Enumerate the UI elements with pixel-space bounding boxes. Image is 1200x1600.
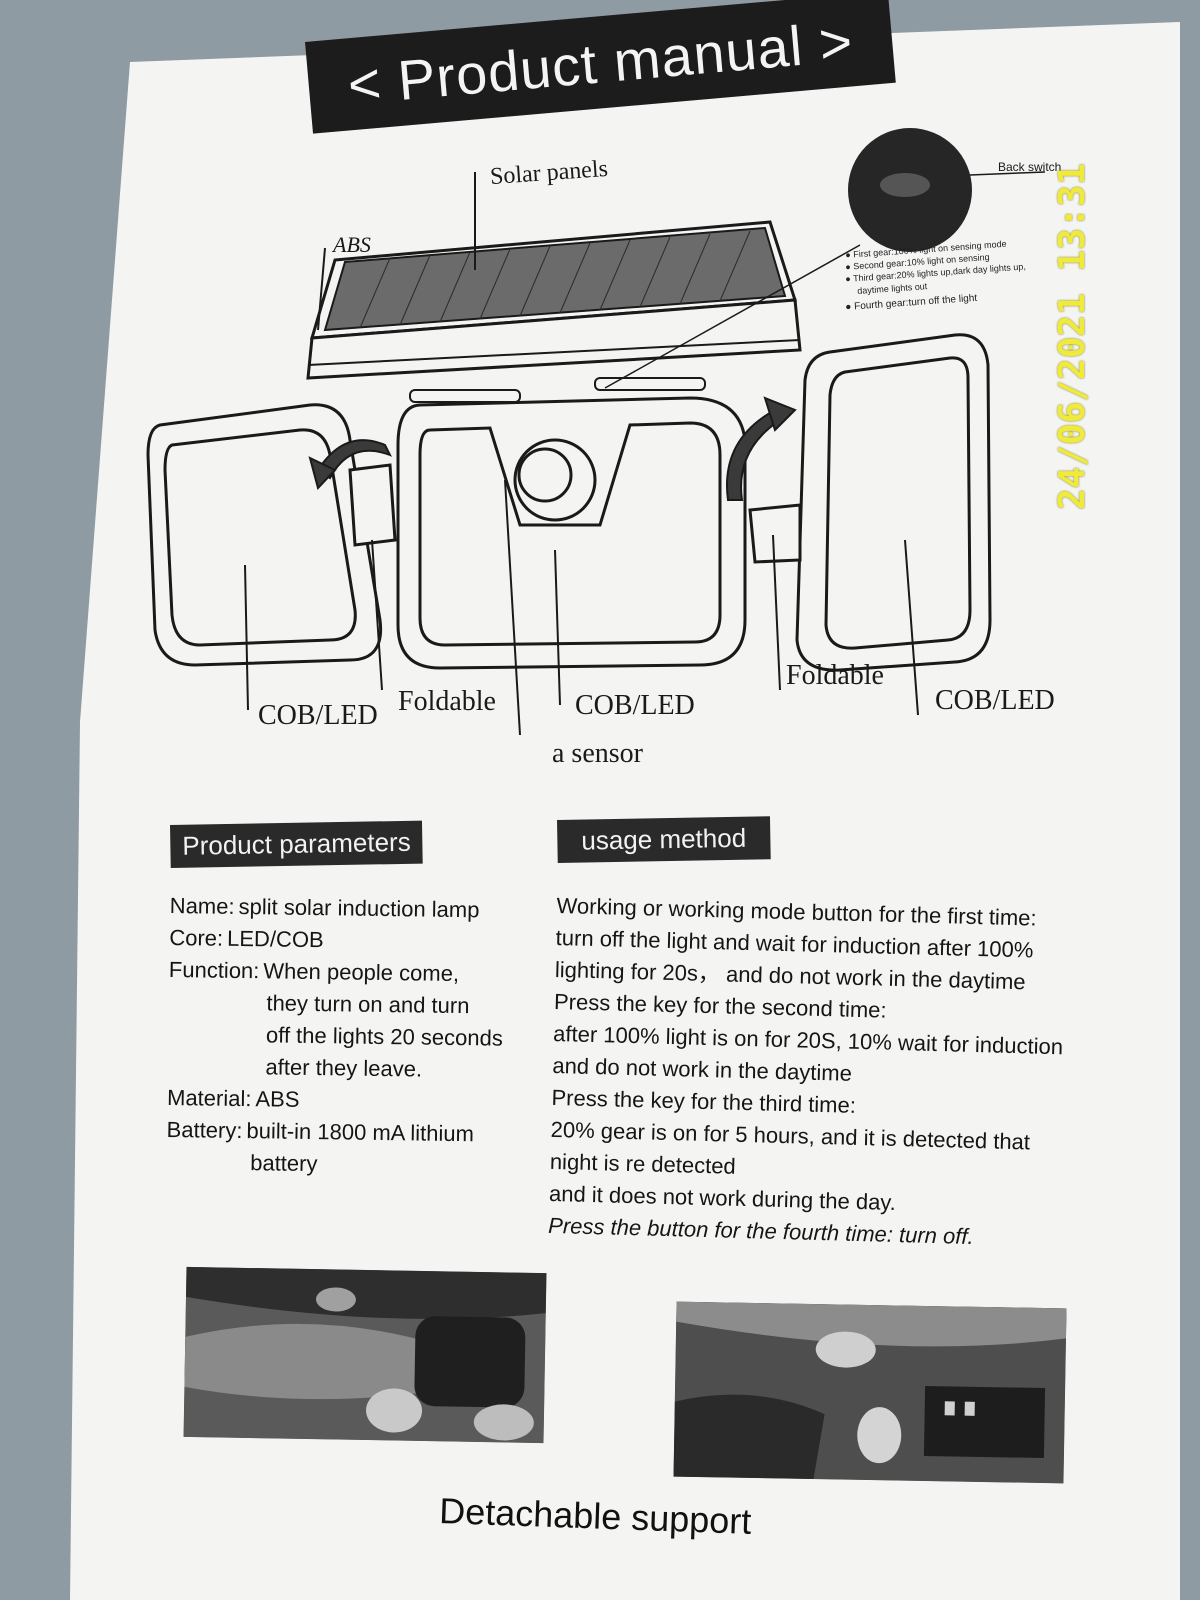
param-name-value: split solar induction lamp <box>238 893 480 923</box>
parameters-heading: Product parameters <box>170 820 424 868</box>
label-cob-led-right: COB/LED <box>935 685 1055 716</box>
photo-detach-left <box>183 1266 547 1444</box>
param-battery-line-1: built-in 1800 mA lithium <box>246 1118 475 1147</box>
right-light-head <box>748 333 992 672</box>
photo-right-drawing <box>673 1301 1067 1484</box>
label-foldable-right: Foldable <box>786 660 884 691</box>
usage-list: Working or working mode button for the f… <box>548 890 1167 1258</box>
usage-heading: usage method <box>557 816 771 863</box>
panel-mount <box>409 377 706 403</box>
photo-timestamp: 24/06/2021 13:31 <box>1052 163 1093 510</box>
photo-left-drawing <box>183 1266 547 1444</box>
parameters-list: Name: split solar induction lamp Core: L… <box>166 890 540 1183</box>
lamp-diagram <box>146 128 1046 736</box>
param-core: Core: LED/COB <box>169 922 539 959</box>
label-cob-led-center: COB/LED <box>575 690 695 721</box>
param-function: Function: When people come, <box>169 954 539 991</box>
param-material-key: Material: <box>166 1084 252 1112</box>
param-material: Material: ABS <box>167 1082 537 1119</box>
param-name-key: Name: <box>169 892 235 919</box>
param-function-line-4: after they leave. <box>265 1054 423 1082</box>
photo-detach-right <box>673 1301 1067 1484</box>
param-battery: Battery: built-in 1800 mA lithium <box>166 1114 536 1151</box>
label-a-sensor: a sensor <box>552 738 643 769</box>
label-back-switch: Back switch <box>998 160 1062 174</box>
param-name: Name: split solar induction lamp <box>170 890 540 927</box>
center-light-head <box>396 396 747 670</box>
param-function-line-2: they turn on and turn <box>266 990 470 1019</box>
panel-hatching <box>359 230 751 329</box>
back-switch-illustration <box>604 128 1046 389</box>
fold-arrows <box>308 396 797 501</box>
solar-panel-illustration <box>306 220 802 380</box>
param-battery-line-2: battery <box>250 1150 318 1177</box>
param-battery-key: Battery: <box>166 1116 243 1144</box>
param-material-value: ABS <box>255 1086 300 1112</box>
param-core-value: LED/COB <box>226 925 324 953</box>
param-function-line-3: off the lights 20 seconds <box>265 1022 504 1051</box>
label-foldable-left: Foldable <box>398 686 496 717</box>
leader-lines <box>244 172 919 736</box>
label-cob-led-left: COB/LED <box>258 700 378 731</box>
label-abs: ABS <box>333 232 371 257</box>
param-core-key: Core: <box>169 924 224 951</box>
param-function-key: Function: <box>168 956 260 984</box>
param-function-line-1: When people come, <box>263 958 460 987</box>
